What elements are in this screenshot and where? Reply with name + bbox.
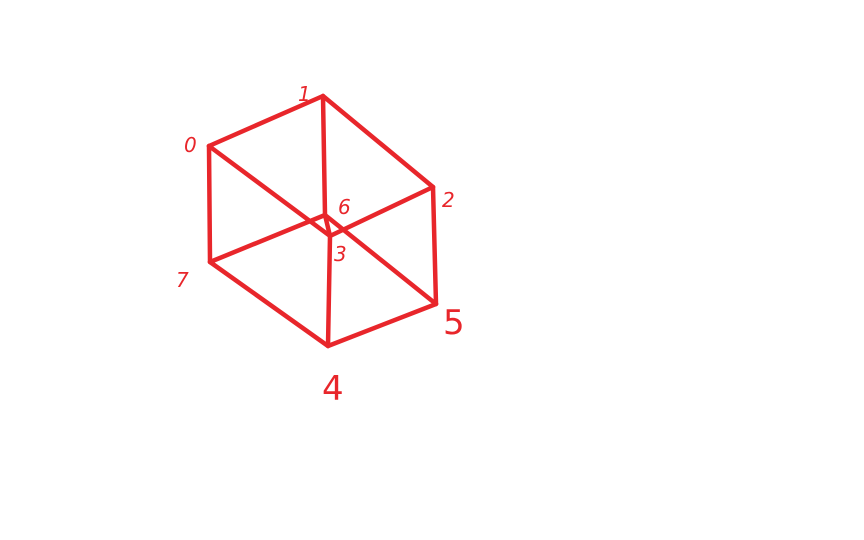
- vertex-label-7: 7: [176, 268, 189, 292]
- vertex-label-6: 6: [338, 195, 351, 219]
- edge-7-6: [207, 212, 328, 265]
- vertex-label-1: 1: [298, 82, 311, 106]
- edge-4-5: [325, 301, 439, 349]
- edge-1-2: [320, 93, 436, 190]
- vertex-label-2: 2: [442, 188, 455, 212]
- edge-3-4: [325, 233, 333, 349]
- edge-0-1: [206, 93, 326, 149]
- edge-0-7: [206, 143, 213, 265]
- vertex-label-5: 5: [443, 303, 465, 343]
- edge-2-5: [430, 184, 439, 307]
- vertex-label-3: 3: [334, 242, 347, 266]
- vertex-label-0: 0: [184, 133, 197, 157]
- vertex-label-4: 4: [322, 369, 344, 409]
- edge-6-5: [322, 212, 439, 307]
- edge-1-6: [320, 93, 328, 218]
- edge-3-2: [327, 184, 436, 239]
- edge-7-4: [207, 259, 331, 349]
